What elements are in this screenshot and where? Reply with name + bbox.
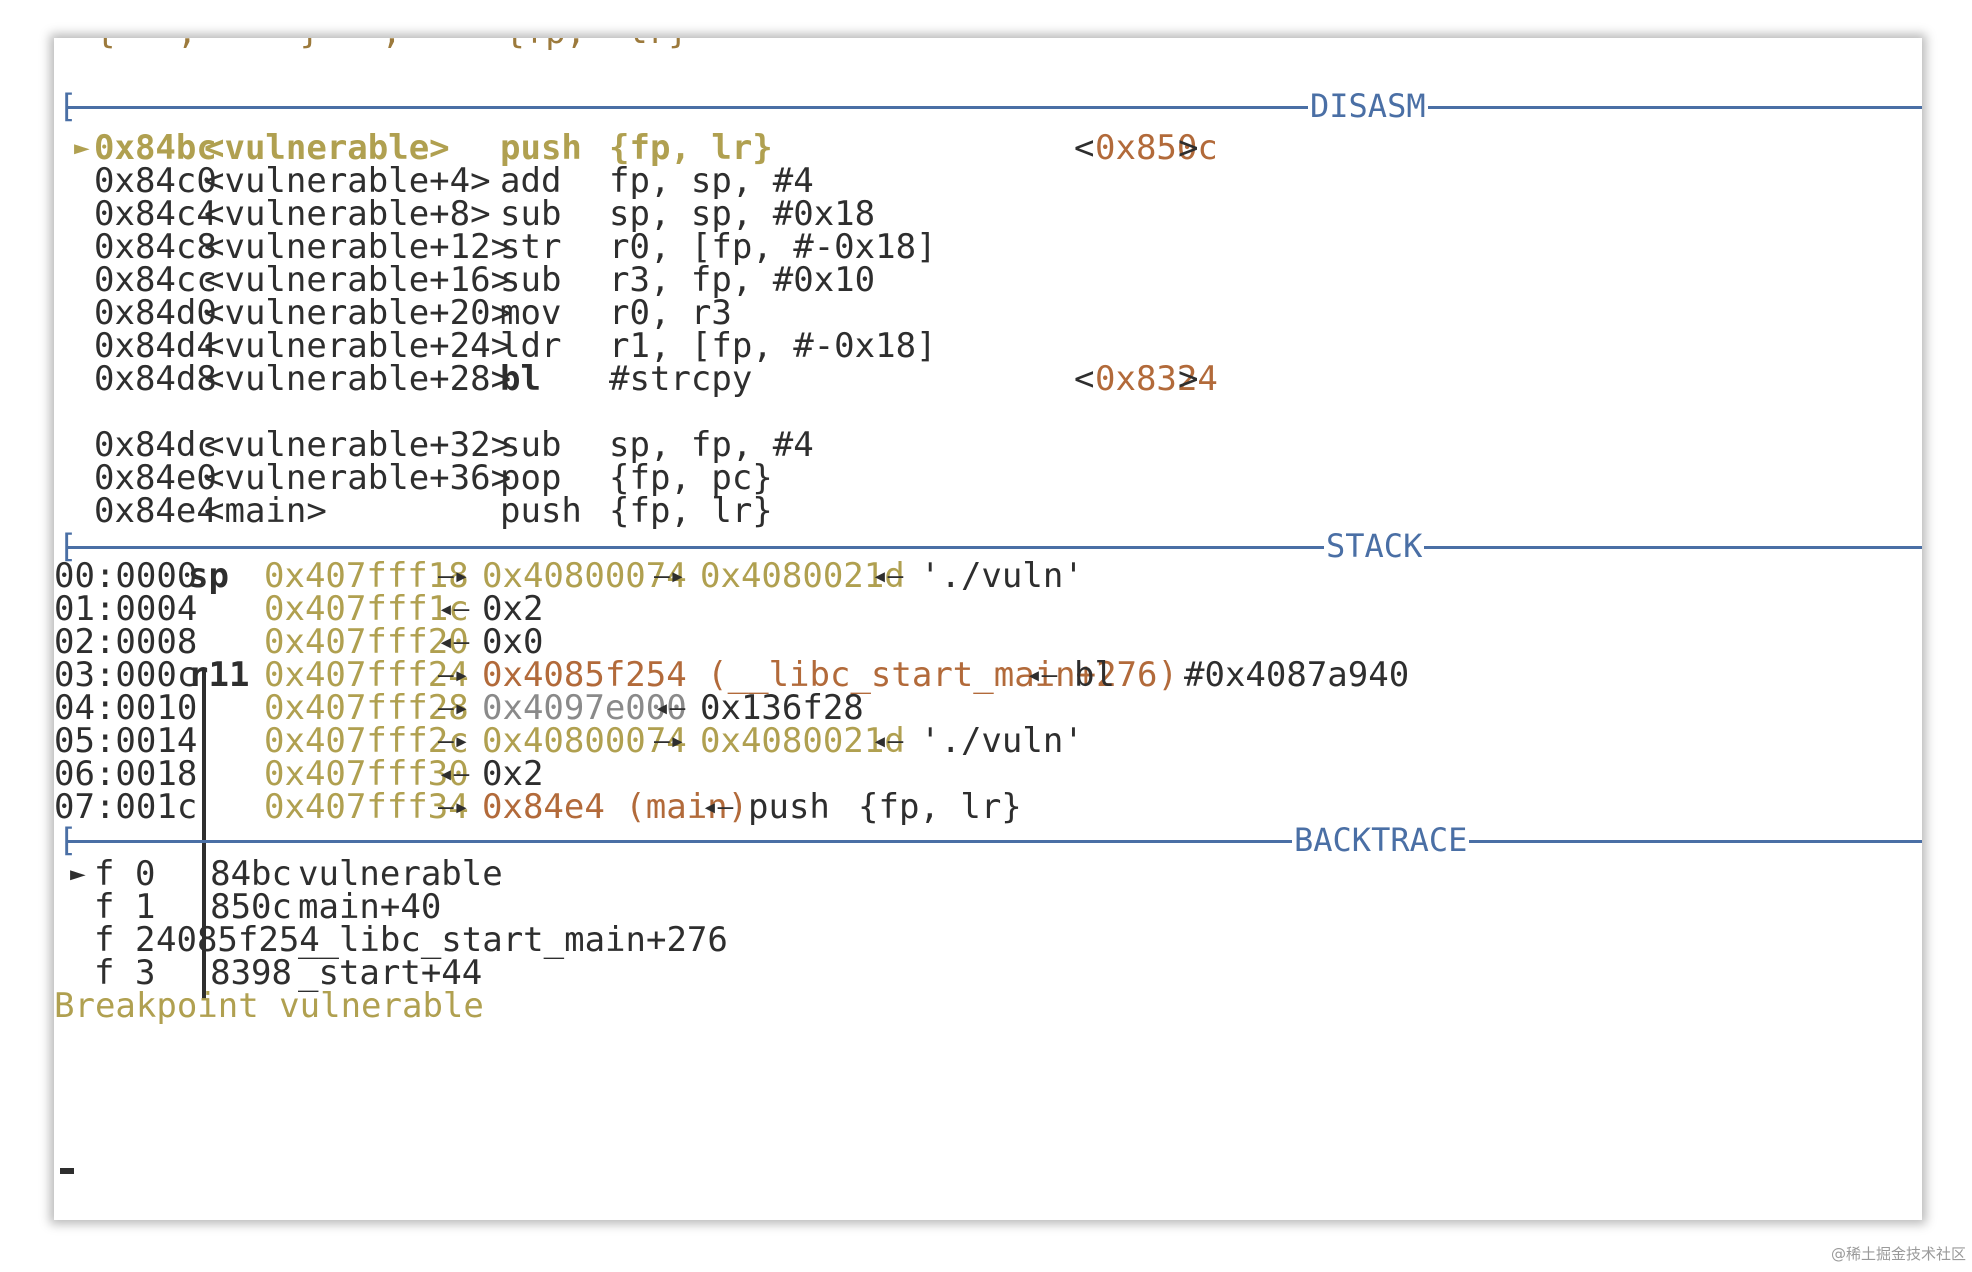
pointer-arrow-icon: —▸	[438, 726, 470, 756]
scrolled-partial-line: { , } , {fp, lr}	[54, 38, 689, 53]
disasm-address: 0x84bc	[94, 128, 217, 168]
backtrace-frame[interactable]: f 2 4085f254 __libc_start_main+276	[94, 920, 728, 960]
branch-target-address: 0x8324	[1095, 359, 1218, 399]
value-arrow-icon: ◂—	[872, 726, 904, 756]
disasm-line[interactable]: 0x84d4 <vulnerable+24> ldr r1, [fp, #-0x…	[94, 326, 937, 366]
stack-column-divider	[202, 670, 206, 1000]
pointer-arrow-icon: —▸	[438, 561, 470, 591]
stack-address: 0x407fff18	[264, 556, 469, 596]
backtrace-frame[interactable]: f 3 8398 _start+44	[94, 953, 483, 993]
cursor-icon	[60, 1168, 74, 1174]
disasm-line[interactable]: 0x84c0 <vulnerable+4> add fp, sp, #4	[94, 161, 814, 201]
pointer-arrow-icon: —▸	[438, 792, 470, 822]
value-arrow-icon: ◂—	[654, 693, 686, 723]
disasm-separator: [ DISASM	[54, 86, 1922, 127]
stack-row[interactable]: 05:0014 0x407fff2c —▸ 0x40800074 —▸ 0x40…	[54, 721, 1084, 761]
disasm-line[interactable]: 0x84c8 <vulnerable+12> str r0, [fp, #-0x…	[94, 227, 937, 267]
value-arrow-icon: ◂—	[702, 792, 734, 822]
branch-target-address: 0x850c	[1095, 128, 1218, 168]
stack-row[interactable]: 02:0008 0x407fff20 ◂— 0x0	[54, 622, 544, 662]
pointer-arrow-icon: —▸	[438, 660, 470, 690]
value-arrow-icon: ◂—	[872, 561, 904, 591]
disasm-args: {fp, lr}	[609, 128, 773, 168]
stack-row[interactable]: 07:001c 0x407fff34 —▸ 0x84e4 (main) ◂— p…	[54, 787, 1022, 827]
disasm-line[interactable]: 0x84e4 <main> push {fp, lr}	[94, 491, 773, 531]
backtrace-title: BACKTRACE	[1292, 820, 1470, 861]
stack-register: sp	[188, 556, 229, 596]
pointer-arrow-icon: —▸	[654, 561, 686, 591]
disasm-line[interactable]: 0x84d0 <vulnerable+20> mov r0, r3	[94, 293, 732, 333]
disasm-line-call[interactable]: 0x84d8 <vulnerable+28> bl #strcpy < 0x83…	[94, 359, 1218, 399]
stack-row[interactable]: 01:0004 0x407fff1c ◂— 0x2	[54, 589, 544, 629]
backtrace-separator: [ BACKTRACE	[54, 820, 1922, 861]
frame-number: f 0	[94, 854, 156, 894]
stack-separator: [ STACK	[54, 526, 1922, 567]
pointer-arrow-icon: —▸	[438, 693, 470, 723]
backtrace-frame-current[interactable]: ► f 0 84bc vulnerable	[54, 854, 503, 895]
terminal-window: { , } , {fp, lr} [ DISASM ► 0x84bc <vuln…	[54, 38, 1922, 1220]
value-arrow-icon: ◂—	[438, 627, 470, 657]
disasm-opcode: push	[500, 128, 582, 168]
value-arrow-icon: ◂—	[438, 594, 470, 624]
breakpoint-status-line: Breakpoint vulnerable	[54, 986, 484, 1026]
frame-address: 84bc	[210, 854, 292, 894]
disasm-line[interactable]: 0x84dc <vulnerable+32> sub sp, fp, #4	[94, 425, 814, 465]
value-arrow-icon: ◂—	[438, 759, 470, 789]
disasm-title: DISASM	[1308, 86, 1428, 127]
disasm-symbol: <vulnerable>	[204, 128, 450, 168]
current-instruction-marker-icon: ►	[74, 133, 90, 163]
frame-symbol: vulnerable	[298, 854, 503, 894]
backtrace-frame[interactable]: f 1 850c main+40	[94, 887, 442, 927]
pointer-arrow-icon: —▸	[654, 726, 686, 756]
watermark: @稀土掘金技术社区	[1830, 1245, 1966, 1263]
stack-row[interactable]: 00:0000 sp 0x407fff18 —▸ 0x40800074 —▸ 0…	[54, 556, 1084, 596]
disasm-line[interactable]: 0x84e0 <vulnerable+36> pop {fp, pc}	[94, 458, 773, 498]
stack-index: 00:0000	[54, 556, 198, 596]
stack-row[interactable]: 03:000c r11 0x407fff24 —▸ 0x4085f254 (__…	[54, 655, 1410, 695]
stack-row[interactable]: 06:0018 0x407fff30 ◂— 0x2	[54, 754, 544, 794]
disasm-line-current[interactable]: ► 0x84bc <vulnerable> push {fp, lr} < 0x…	[74, 128, 1218, 168]
stack-title: STACK	[1324, 526, 1425, 567]
disasm-line[interactable]: 0x84cc <vulnerable+16> sub r3, fp, #0x10	[94, 260, 876, 300]
current-frame-marker-icon: ►	[70, 859, 86, 889]
disasm-line[interactable]: 0x84c4 <vulnerable+8> sub sp, sp, #0x18	[94, 194, 876, 234]
value-arrow-icon: ◂—	[1026, 660, 1058, 690]
stack-row[interactable]: 04:0010 0x407fff28 —▸ 0x4097e000 ◂— 0x13…	[54, 688, 864, 728]
